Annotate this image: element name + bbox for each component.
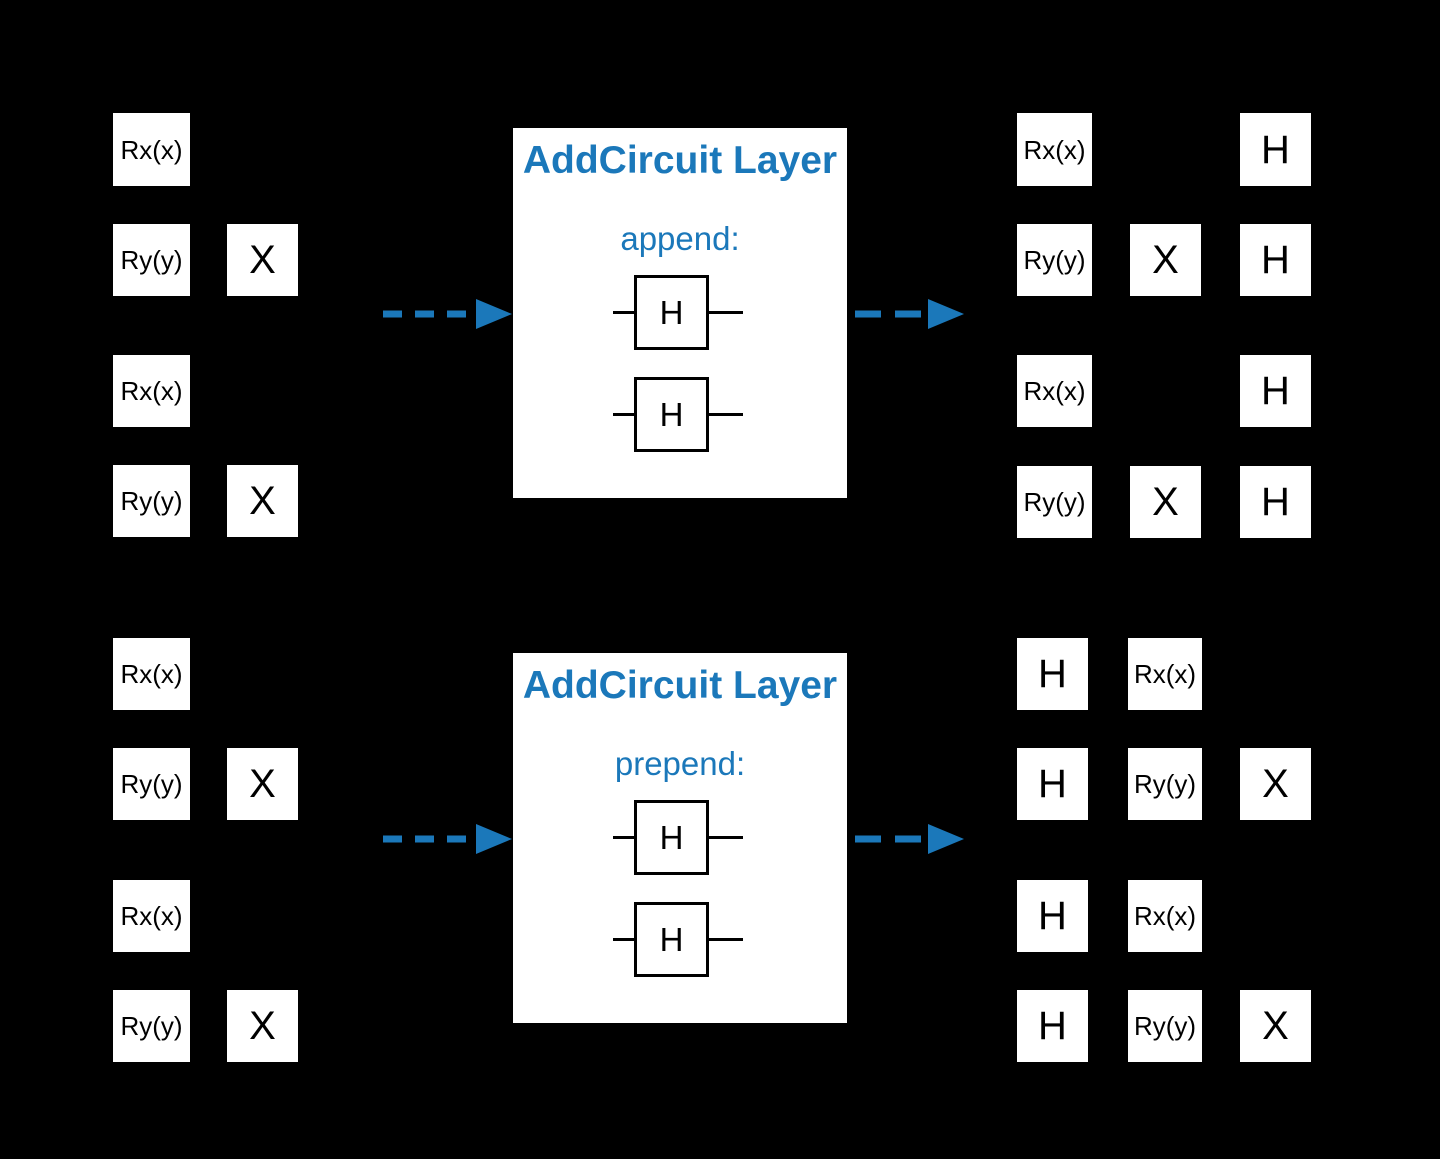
- gate-box: Ry(y): [113, 224, 190, 296]
- gate-box: Ry(y): [113, 748, 190, 820]
- gate-box: X: [227, 748, 298, 820]
- dashed-arrow-icon: [855, 299, 964, 329]
- gate-box: Rx(x): [113, 880, 190, 952]
- gate-box: H: [1017, 638, 1088, 710]
- wire-segment: [709, 836, 743, 839]
- h-gate-box: H: [634, 902, 709, 977]
- h-gate-on-wire: H: [613, 275, 743, 350]
- gate-box: Ry(y): [1128, 748, 1202, 820]
- h-gate-box: H: [634, 275, 709, 350]
- h-gate-box: H: [634, 377, 709, 452]
- panel-mode-label: prepend:: [614, 745, 746, 782]
- gate-box: Rx(x): [1128, 638, 1202, 710]
- gate-box: H: [1240, 224, 1311, 296]
- gate-box: Rx(x): [1128, 880, 1202, 952]
- panel-title: AddCircuit Layer: [522, 664, 838, 707]
- h-gate-on-wire: H: [613, 377, 743, 452]
- gate-box: Rx(x): [113, 638, 190, 710]
- dashed-arrow-icon: [383, 299, 512, 329]
- wire-segment: [709, 413, 743, 416]
- gate-box: X: [227, 990, 298, 1062]
- gate-box: Ry(y): [1017, 224, 1092, 296]
- wire-segment: [709, 311, 743, 314]
- wire-segment: [613, 938, 634, 941]
- gate-box: X: [227, 465, 298, 537]
- gate-box: H: [1017, 748, 1088, 820]
- gate-box: X: [227, 224, 298, 296]
- gate-box: Ry(y): [1128, 990, 1202, 1062]
- wire-segment: [613, 311, 634, 314]
- gate-box: X: [1240, 990, 1311, 1062]
- gate-box: Rx(x): [1017, 113, 1092, 186]
- gate-box: H: [1240, 466, 1311, 538]
- wire-segment: [709, 938, 743, 941]
- gate-box: H: [1017, 880, 1088, 952]
- gate-box: Ry(y): [113, 465, 190, 537]
- addcircuit-prepend-panel: AddCircuit Layer prepend: H H: [513, 653, 847, 1023]
- gate-box: X: [1130, 224, 1201, 296]
- h-gate-box: H: [634, 800, 709, 875]
- gate-box: H: [1240, 113, 1311, 186]
- h-gate-on-wire: H: [613, 800, 743, 875]
- gate-box: Ry(y): [113, 990, 190, 1062]
- addcircuit-append-panel: AddCircuit Layer append: H H: [513, 128, 847, 498]
- wire-segment: [613, 836, 634, 839]
- dashed-arrow-icon: [383, 824, 512, 854]
- gate-box: Ry(y): [1017, 466, 1092, 538]
- gate-box: X: [1240, 748, 1311, 820]
- gate-box: H: [1240, 355, 1311, 427]
- dashed-arrow-icon: [855, 824, 964, 854]
- gate-box: X: [1130, 466, 1201, 538]
- wire-segment: [613, 413, 634, 416]
- gate-box: Rx(x): [113, 113, 190, 186]
- gate-box: Rx(x): [113, 355, 190, 427]
- h-gate-on-wire: H: [613, 902, 743, 977]
- gate-box: H: [1017, 990, 1088, 1062]
- panel-title: AddCircuit Layer: [522, 139, 838, 182]
- panel-mode-label: append:: [620, 220, 740, 257]
- gate-box: Rx(x): [1017, 355, 1092, 427]
